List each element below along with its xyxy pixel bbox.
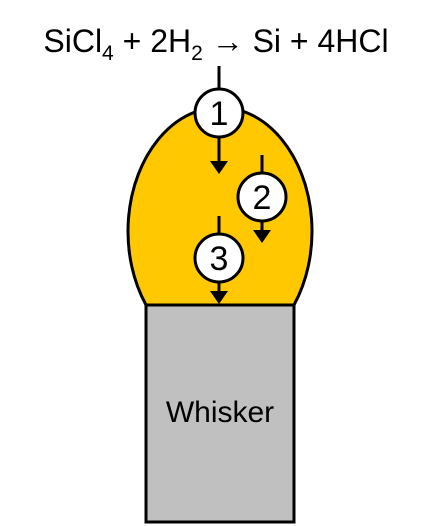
reaction-equation: SiCl4 + 2H2 → Si + 4HCl [43,23,388,65]
whisker-label: Whisker [166,396,274,429]
equation-reactant1-subscript: 4 [102,42,114,65]
step-3-number: 3 [210,240,229,278]
equation-reactant2-subscript: 2 [191,42,203,65]
step-1-number: 1 [210,95,229,133]
step-1-marker: 1 [193,87,245,139]
equation-reactant1: SiCl [43,23,102,59]
equation-arrow-products: → Si + 4HCl [203,23,389,59]
equation-plus-reactant2: + 2H [114,23,191,59]
step-3-marker: 3 [193,232,245,284]
step-2-marker: 2 [236,171,288,223]
whisker-body [144,303,296,524]
step-2-number: 2 [253,179,272,217]
